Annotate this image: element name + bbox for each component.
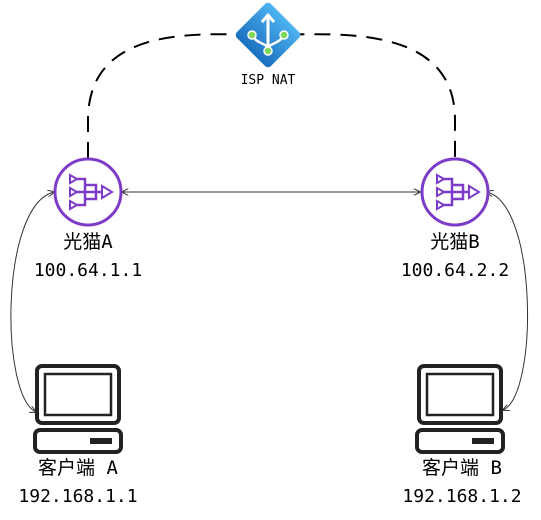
router-icon bbox=[420, 157, 490, 227]
computer-icon bbox=[415, 364, 505, 454]
router-a-ip: 100.64.1.1 bbox=[34, 260, 142, 281]
router-a-name: 光猫A bbox=[63, 231, 113, 253]
load-balancer-icon bbox=[235, 2, 301, 68]
router-b-name: 光猫B bbox=[430, 231, 479, 253]
client-b-name: 客户端 B bbox=[422, 457, 502, 479]
router-icon bbox=[53, 157, 123, 227]
client-a-name: 客户端 A bbox=[38, 457, 118, 479]
link-router-a-client-a bbox=[10, 192, 54, 412]
client-b-ip: 192.168.1.2 bbox=[402, 486, 521, 507]
client-a-ip: 192.168.1.1 bbox=[18, 486, 137, 507]
router-b-ip: 100.64.2.2 bbox=[401, 260, 509, 281]
link-router-b-client-b bbox=[487, 192, 528, 410]
computer-icon bbox=[33, 364, 123, 454]
nat-label: ISP NAT bbox=[241, 73, 296, 88]
